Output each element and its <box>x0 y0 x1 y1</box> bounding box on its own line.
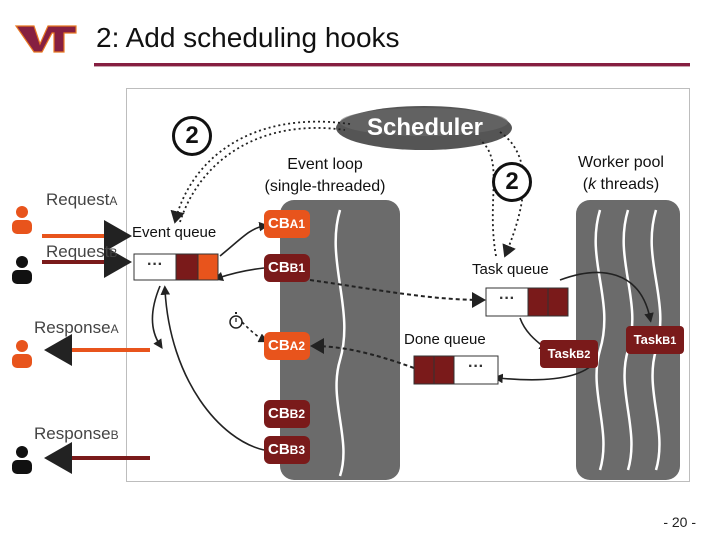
request-a-label: RequestA <box>46 190 118 209</box>
event-queue-ellipsis: ··· <box>147 256 163 273</box>
done-queue-item-1 <box>413 355 435 385</box>
task-b1: TaskB1 <box>626 326 684 354</box>
event-queue-item-a <box>197 253 219 281</box>
callback-b1: CBB1 <box>264 254 310 282</box>
arrow-task-queue-to-worker <box>559 271 654 323</box>
worker-pool-label-main: Worker pool <box>578 154 664 171</box>
task-queue-label: Task queue <box>472 261 549 278</box>
worker-pool-label-k: k <box>588 176 597 193</box>
task-queue-ellipsis: ··· <box>499 290 515 307</box>
person-response-b-icon <box>12 446 32 474</box>
worker-pool-label: Worker pool (k threads) <box>560 152 682 196</box>
arrow-timer-to-cba2 <box>241 321 269 343</box>
callback-b3: CBB3 <box>264 436 310 464</box>
step-marker-left: 2 <box>172 116 212 156</box>
callback-a1: CBA1 <box>264 210 310 238</box>
diagram-frame <box>126 88 690 482</box>
arrow-cbb1-to-queue <box>213 267 265 282</box>
done-queue-label: Done queue <box>404 331 486 348</box>
hook-scheduler-to-event-queue <box>170 120 351 224</box>
event-loop-label: Event loop (single-threaded) <box>264 156 386 195</box>
slide-title: 2: Add scheduling hooks <box>96 22 400 53</box>
person-request-b-icon <box>12 256 32 284</box>
title-rule-shadow <box>94 66 690 67</box>
page-number: - 20 - <box>663 514 696 530</box>
callback-b2: CBB2 <box>264 400 310 428</box>
done-queue-item-2 <box>433 355 455 385</box>
worker-pool-label-paren: ( <box>582 176 589 193</box>
worker-pool-label-tail: threads) <box>596 176 660 193</box>
task-queue-item-1 <box>527 287 549 317</box>
task-b2: TaskB2 <box>540 340 598 368</box>
hook-task-queue-to-scheduler <box>479 139 497 257</box>
event-queue-label: Event queue <box>132 224 217 241</box>
callback-a2: CBA2 <box>264 332 310 360</box>
worker-thread-1 <box>594 209 606 471</box>
timer-icon <box>229 312 243 329</box>
arrow-cbb1-to-task-queue <box>309 279 486 308</box>
step-marker-right: 2 <box>492 162 532 202</box>
person-request-a-icon <box>12 206 32 234</box>
event-queue-item-b <box>175 253 199 281</box>
hook-event-queue-to-scheduler <box>179 127 346 223</box>
title-rule <box>94 63 690 66</box>
request-b-label: RequestB <box>46 242 118 261</box>
arrow-queue-to-response <box>151 285 163 349</box>
response-a-label: ResponseA <box>34 318 119 337</box>
arrow-done-queue-to-cb <box>310 338 415 369</box>
event-loop-panel <box>280 200 400 480</box>
done-queue-ellipsis: ··· <box>468 358 484 375</box>
arrow-cbb3-to-response <box>160 285 265 451</box>
task-queue-item-2 <box>547 287 569 317</box>
arrow-queue-to-cba1 <box>219 221 269 257</box>
person-response-a-icon <box>12 340 32 368</box>
scheduler-label: Scheduler <box>366 114 484 141</box>
vt-logo <box>14 25 77 53</box>
response-b-label: ResponseB <box>34 424 119 443</box>
event-loop-thread <box>334 209 346 477</box>
